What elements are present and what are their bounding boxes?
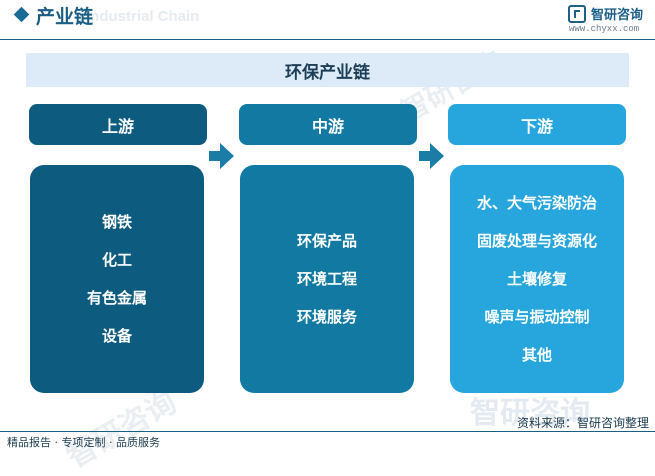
arrow-right-icon	[209, 143, 234, 169]
downstream-item: 水、大气污染防治	[476, 194, 597, 212]
stage-midstream-box: 环保产品 环境工程 环境服务	[240, 165, 414, 393]
footer-tagline: 精品报告 · 专项定制 · 品质服务	[7, 436, 160, 449]
stage-upstream-header: 上游	[29, 104, 207, 145]
header-divider	[0, 39, 655, 40]
stage-upstream-label: 上游	[101, 116, 134, 136]
upstream-item: 化工	[101, 251, 132, 269]
brand-url: www.chyxx.com	[569, 24, 640, 34]
midstream-item: 环保产品	[296, 232, 357, 250]
upstream-item: 钢铁	[101, 213, 132, 231]
brand-name: 智研咨询	[591, 8, 644, 23]
header-subtitle: Industrial Chain	[86, 8, 200, 25]
downstream-item: 固废处理与资源化	[476, 232, 597, 250]
upstream-item: 设备	[101, 327, 132, 345]
arrow-right-icon	[419, 143, 444, 169]
midstream-item: 环境服务	[296, 308, 357, 326]
midstream-item: 环境工程	[296, 270, 357, 288]
stage-downstream-header: 下游	[448, 104, 626, 145]
stage-upstream-box: 钢铁 化工 有色金属 设备	[30, 165, 204, 393]
downstream-item: 土壤修复	[506, 270, 567, 288]
chain-title: 环保产业链	[285, 62, 370, 83]
stage-downstream-label: 下游	[520, 116, 553, 136]
stage-downstream-box: 水、大气污染防治 固废处理与资源化 土壤修复 噪声与振动控制 其他	[450, 165, 624, 393]
page-title: 产业链	[36, 6, 94, 28]
brand: 智研咨询	[568, 4, 643, 23]
stage-midstream-label: 中游	[311, 116, 344, 136]
header: Industrial Chain 产业链 智研咨询 www.chyxx.com	[0, 0, 655, 34]
diamond-icon	[13, 6, 30, 23]
stage-midstream-header: 中游	[239, 104, 417, 145]
upstream-item: 有色金属	[86, 289, 147, 307]
chain-title-bar: 环保产业链	[26, 53, 629, 87]
downstream-item: 其他	[521, 346, 552, 364]
downstream-item: 噪声与振动控制	[484, 308, 590, 326]
footer-divider	[0, 431, 655, 432]
source-note: 资料来源：智研咨询整理	[516, 416, 649, 430]
brand-logo-icon	[568, 4, 586, 23]
